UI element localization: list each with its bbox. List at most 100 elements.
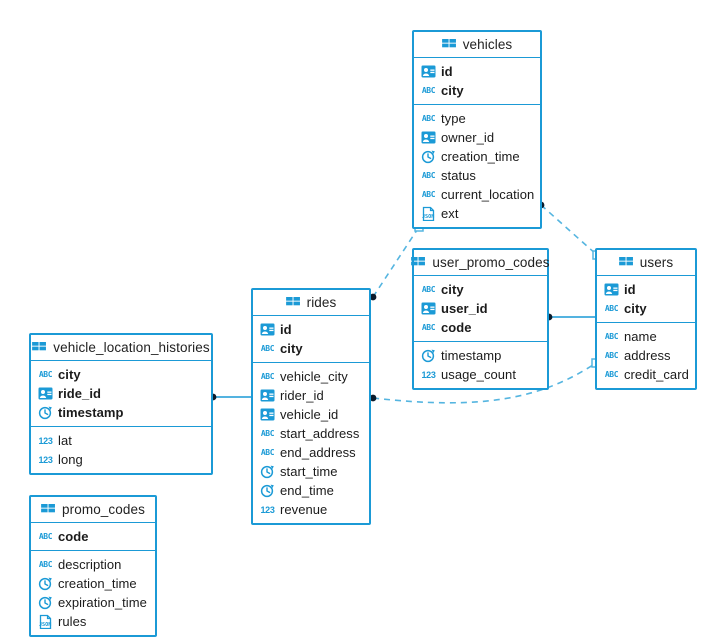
- table-column[interactable]: vehicle_id: [253, 405, 369, 424]
- column-name: address: [624, 348, 671, 363]
- column-name: user_id: [441, 301, 488, 316]
- string-icon: ABC: [260, 372, 275, 381]
- table-header[interactable]: user_promo_codes: [411, 250, 550, 276]
- key-person-icon: [604, 282, 619, 297]
- table-icon: [41, 503, 56, 516]
- column-name: vehicle_id: [280, 407, 339, 422]
- table-column[interactable]: timestamp: [31, 403, 211, 422]
- column-name: rider_id: [280, 388, 324, 403]
- number-icon: 123: [38, 436, 53, 446]
- column-name: code: [441, 320, 472, 335]
- table-title: user_promo_codes: [432, 255, 550, 270]
- string-icon: ABC: [421, 171, 436, 180]
- string-icon: ABC: [604, 332, 619, 341]
- key-person-icon: [421, 64, 436, 79]
- table-header[interactable]: promo_codes: [31, 497, 155, 523]
- table-icon: [285, 296, 301, 309]
- table-title: vehicle_location_histories: [53, 340, 210, 355]
- key-person-icon: [421, 130, 436, 145]
- string-icon: ABC: [421, 190, 436, 199]
- string-icon: ABC: [421, 285, 436, 294]
- column-name: expiration_time: [58, 595, 147, 610]
- table-column[interactable]: creation_time: [414, 147, 540, 166]
- string-icon: ABC: [604, 370, 619, 379]
- column-name: city: [624, 301, 647, 316]
- edge-line: [540, 204, 598, 256]
- table-column[interactable]: id: [597, 280, 695, 299]
- table-column[interactable]: ABC address: [597, 346, 695, 365]
- column-name: id: [280, 322, 292, 337]
- table-header[interactable]: vehicle_location_histories: [31, 335, 211, 361]
- table-column[interactable]: start_time: [253, 462, 369, 481]
- column-name: usage_count: [441, 367, 517, 382]
- table-column[interactable]: id: [414, 62, 540, 81]
- table-title: users: [639, 255, 674, 270]
- relationship-user_promo_codes-to-users[interactable]: [545, 313, 595, 321]
- table-column[interactable]: rider_id: [253, 386, 369, 405]
- table-column[interactable]: id: [253, 320, 369, 339]
- table-column[interactable]: ride_id: [31, 384, 211, 403]
- table-column[interactable]: creation_time: [31, 574, 155, 593]
- relationship-vehicle_location_histories-to-rides[interactable]: [209, 393, 251, 401]
- table-header[interactable]: rides: [253, 290, 369, 316]
- column-name: timestamp: [441, 348, 502, 363]
- table-column[interactable]: ABC code: [414, 318, 547, 337]
- timestamp-icon: [421, 149, 436, 164]
- column-name: current_location: [441, 187, 535, 202]
- table-column[interactable]: owner_id: [414, 128, 540, 147]
- table-column[interactable]: user_id: [414, 299, 547, 318]
- table-header[interactable]: users: [597, 250, 695, 276]
- column-name: ride_id: [58, 386, 101, 401]
- key-person-icon: [38, 386, 53, 401]
- number-icon: 123: [38, 455, 53, 465]
- json-icon: JSON: [421, 206, 436, 221]
- column-name: timestamp: [58, 405, 124, 420]
- column-name: start_address: [280, 426, 360, 441]
- timestamp-icon: [38, 595, 53, 610]
- table-title: promo_codes: [62, 502, 145, 517]
- svg-text:JSON: JSON: [422, 214, 435, 220]
- table-column[interactable]: ABC current_location: [414, 185, 540, 204]
- table-title: rides: [306, 295, 337, 310]
- column-name: status: [441, 168, 476, 183]
- table-column[interactable]: ABC status: [414, 166, 540, 185]
- table-column[interactable]: ABC start_address: [253, 424, 369, 443]
- string-icon: ABC: [38, 370, 53, 379]
- string-icon: ABC: [604, 351, 619, 360]
- table-column[interactable]: timestamp: [414, 346, 547, 365]
- table-icon: [411, 256, 426, 269]
- string-icon: ABC: [421, 323, 436, 332]
- key-person-icon: [421, 301, 436, 316]
- table-header[interactable]: vehicles: [414, 32, 540, 58]
- table-column[interactable]: end_time: [253, 481, 369, 500]
- table-column[interactable]: expiration_time: [31, 593, 155, 612]
- string-icon: ABC: [260, 429, 275, 438]
